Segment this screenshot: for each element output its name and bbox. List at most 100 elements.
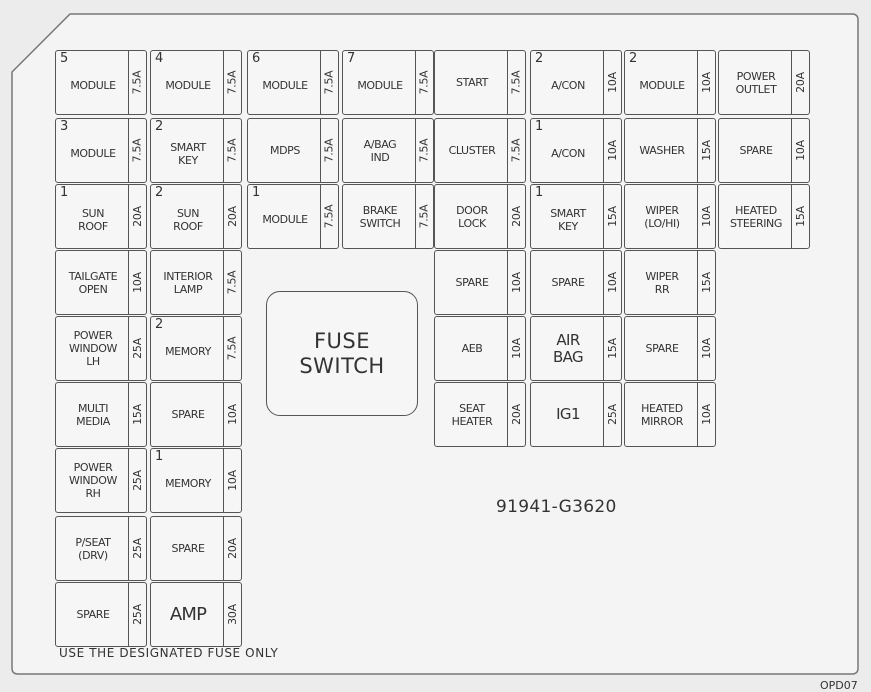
fuse-name: MODULE xyxy=(70,147,116,160)
fuse-rating: 7.5A xyxy=(223,317,241,380)
fuse-divider xyxy=(603,185,604,248)
fuse-rating: 25A xyxy=(128,517,146,580)
fuse-number: 7 xyxy=(347,51,356,66)
fuse-rating-label: 10A xyxy=(605,72,619,93)
fuse-name: POWER OUTLET xyxy=(735,69,777,96)
fuse-rating-label: 7.5A xyxy=(509,138,523,163)
fuse-rating-label: 20A xyxy=(793,72,807,93)
fuse-slot[interactable]: P/SEAT (DRV)25A xyxy=(55,516,147,581)
fuse-name: SUN ROOF xyxy=(78,206,108,233)
fuse-divider xyxy=(128,383,129,446)
fuse-slot[interactable]: CLUSTER 7.5A xyxy=(434,118,526,183)
fuse-name: WIPER (LO/HI) xyxy=(644,203,680,230)
fuse-name: START xyxy=(456,76,488,89)
fuse-rating-label: 7.5A xyxy=(225,138,239,163)
fuse-rating: 7.5A xyxy=(320,185,338,248)
fuse-rating-label: 7.5A xyxy=(417,70,431,95)
fuse-rating-label: 7.5A xyxy=(225,336,239,361)
fuse-rating: 30A xyxy=(223,583,241,646)
fuse-name: CLUSTER xyxy=(448,144,496,157)
fuse-rating: 10A xyxy=(603,251,621,314)
fuse-rating: 25A xyxy=(603,383,621,446)
fuse-name: WASHER xyxy=(639,144,685,157)
fuse-name: MODULE xyxy=(357,79,403,92)
fuse-rating-label: 15A xyxy=(699,272,713,293)
fuse-divider xyxy=(507,185,508,248)
fuse-rating-label: 10A xyxy=(509,338,523,359)
fuse-rating: 7.5A xyxy=(507,51,525,114)
fuse-divider xyxy=(128,51,129,114)
fuse-rating: 20A xyxy=(791,51,809,114)
fuse-rating: 7.5A xyxy=(223,119,241,182)
fuse-slot[interactable]: POWER OUTLET 20A xyxy=(718,50,810,115)
fuse-rating: 20A xyxy=(223,517,241,580)
fuse-number: 2 xyxy=(535,51,544,66)
fuse-name: TAILGATE OPEN xyxy=(68,269,118,296)
fuse-rating-label: 10A xyxy=(509,272,523,293)
fuse-rating-label: 10A xyxy=(225,404,239,425)
fuse-rating-label: 15A xyxy=(605,338,619,359)
fuse-divider xyxy=(507,383,508,446)
fuse-rating: 25A xyxy=(128,449,146,512)
fuse-rating-label: 7.5A xyxy=(322,204,336,229)
fuse-switch[interactable]: FUSE SWITCH xyxy=(266,291,418,416)
fuse-rating: 10A xyxy=(603,51,621,114)
fuse-divider xyxy=(128,317,129,380)
fuse-rating-label: 7.5A xyxy=(509,70,523,95)
fuse-rating-label: 7.5A xyxy=(130,70,144,95)
fuse-divider xyxy=(320,119,321,182)
fuse-divider xyxy=(128,119,129,182)
fuse-name: SEAT HEATER xyxy=(451,401,493,428)
fuse-slot[interactable]: WIPER (LO/HI)10A xyxy=(624,184,716,249)
fuse-name: MULTI MEDIA xyxy=(76,401,110,428)
fuse-number: 2 xyxy=(155,185,164,200)
fuse-rating: 20A xyxy=(223,185,241,248)
fuse-name: SPARE xyxy=(76,608,110,621)
fuse-divider xyxy=(791,185,792,248)
fuse-number: 1 xyxy=(155,449,164,464)
fuse-slot[interactable]: START 7.5A xyxy=(434,50,526,115)
fuse-rating: 7.5A xyxy=(320,51,338,114)
fuse-number: 5 xyxy=(60,51,69,66)
